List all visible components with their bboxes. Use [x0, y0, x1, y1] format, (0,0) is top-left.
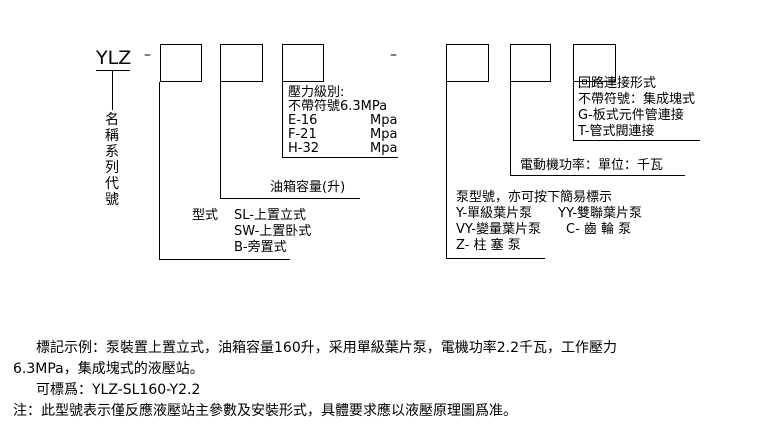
pressure-grade-unit: Mpa: [370, 141, 398, 156]
remark-text: 注：此型號表示僅反應液壓站主參數及安裝形式，具體要求應以液壓原理圖爲准。: [13, 403, 517, 419]
example-text: 標記示例：泵裝置上置立式，油箱容量160升，采用單級葉片泵，電機功率2.2千瓦，…: [36, 340, 617, 356]
type-option: SL-上置立式: [234, 208, 306, 223]
series-code-label: 名 稱 系 列 代 號: [104, 112, 120, 208]
pressure-title: 壓力級別:: [288, 85, 345, 100]
dash-1: –: [144, 47, 151, 63]
circuit-leader: [573, 82, 700, 141]
example-text-cont: 6.3MPa，集成塊式的液壓站。: [13, 361, 204, 377]
pump-option: Z- 柱 塞 泵: [456, 238, 521, 253]
pressure-grade-row: F-21 Mpa: [288, 127, 397, 142]
pressure-grade-row: E-16 Mpa: [288, 113, 397, 128]
pump-option: YY-雙聯葉片泵: [558, 206, 643, 221]
pressure-box: [282, 44, 324, 82]
circuit-line: T-管式閥連接: [578, 124, 655, 139]
type-box: [160, 44, 202, 82]
series-code-char: 號: [105, 192, 119, 208]
pressure-no-symbol: 不帶符號6.3MPa: [288, 99, 388, 114]
pump-box: [446, 44, 489, 82]
motor-power-label: 電動機功率：單位：千瓦: [520, 158, 664, 173]
circuit-title: 回路連接形式: [578, 76, 657, 91]
type-leader: [159, 82, 290, 260]
tank-leader: [220, 82, 360, 199]
tank-box: [220, 44, 263, 82]
circuit-line: 不帶符號：集成塊式: [578, 92, 696, 107]
pressure-grade-row: H-32 Mpa: [288, 141, 397, 156]
pressure-grade-code: H-32: [288, 141, 320, 156]
series-code-char: 列: [105, 160, 119, 176]
pump-leader: [446, 82, 545, 259]
model-prefix: YLZ: [96, 47, 132, 69]
pump-option: Y-單級葉片泵: [456, 206, 533, 221]
pressure-grade-unit: Mpa: [370, 127, 398, 142]
pressure-grade-unit: Mpa: [370, 113, 398, 128]
series-code-char: 名: [105, 112, 119, 128]
tank-capacity-label: 油箱容量(升): [270, 180, 346, 195]
series-code-char: 代: [105, 176, 119, 192]
motor-box: [510, 44, 551, 82]
pressure-leader: [282, 82, 398, 158]
motor-leader: [510, 82, 685, 176]
series-code-char: 系: [105, 144, 119, 160]
pump-title: 泵型號，亦可按下簡易標示: [456, 190, 613, 205]
type-label: 型式: [192, 208, 219, 223]
pressure-grade-code: E-16: [288, 113, 318, 128]
dash-2: –: [390, 47, 397, 63]
type-option: SW-上置卧式: [234, 224, 312, 239]
series-code-char: 稱: [105, 128, 119, 144]
pump-option: C- 齒 輪 泵: [566, 222, 632, 237]
circuit-box: [573, 44, 616, 82]
circuit-line: G-板式元件管連接: [578, 108, 684, 123]
type-option: B-旁置式: [234, 240, 287, 255]
pump-option: VY-變量葉片泵: [456, 222, 541, 237]
pressure-grade-code: F-21: [288, 127, 317, 142]
mark-example: 可標爲：YLZ-SL160-Y2.2: [36, 382, 201, 398]
